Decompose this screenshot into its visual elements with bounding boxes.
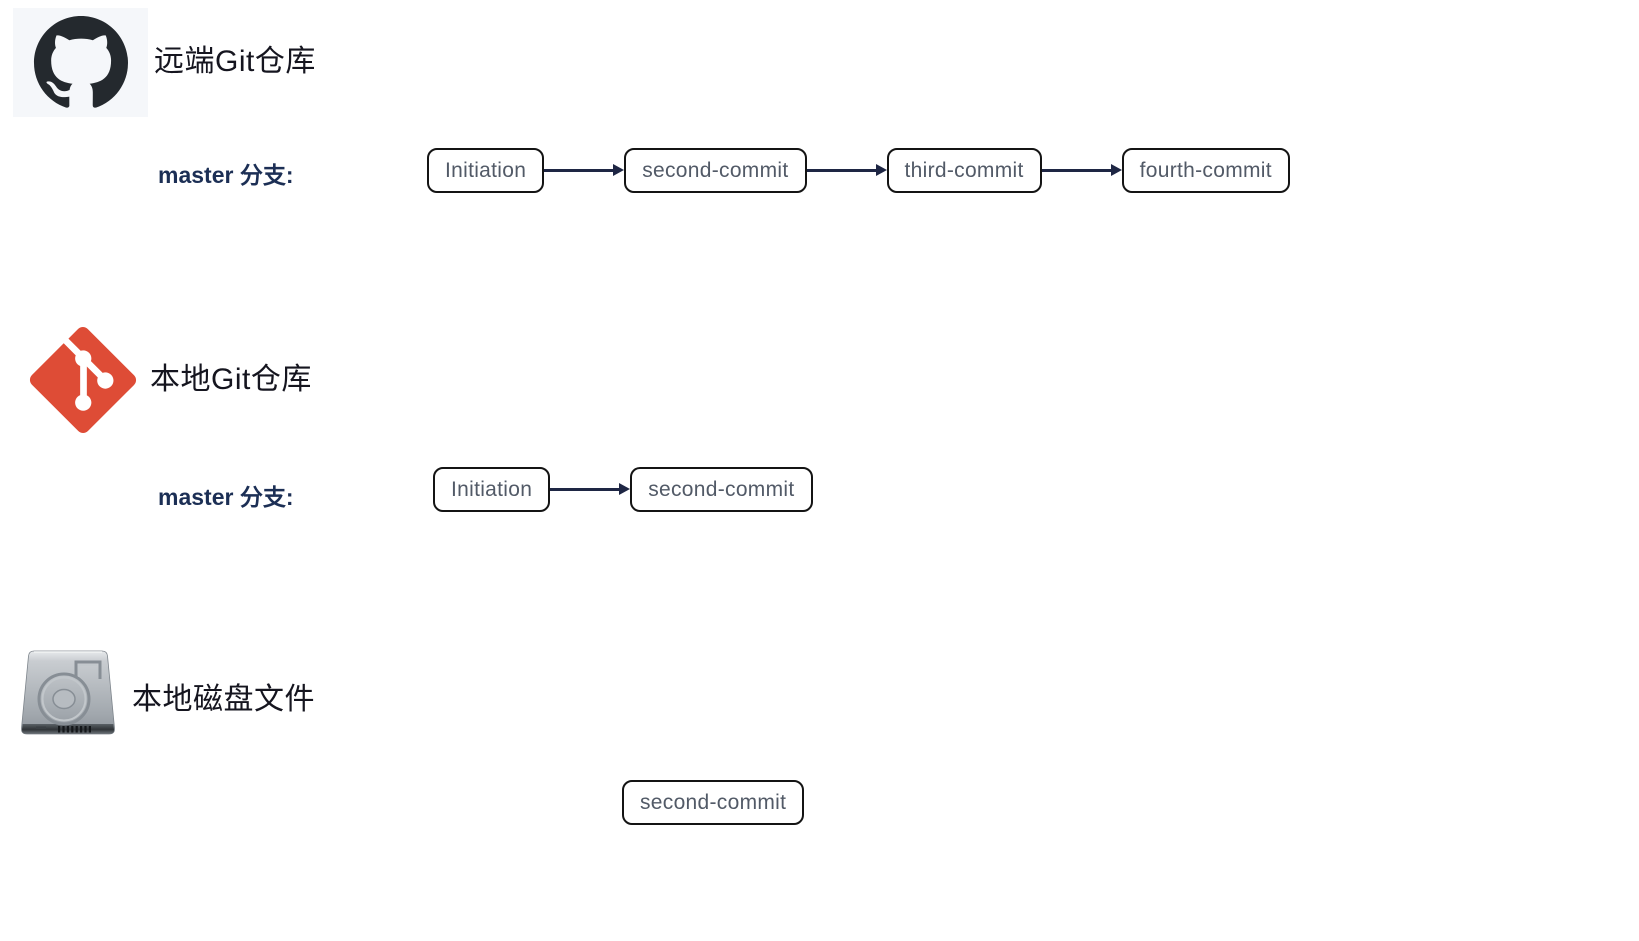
commit-node: fourth-commit <box>1121 148 1290 193</box>
section-title-remote: 远端Git仓库 <box>154 45 316 78</box>
section-title-local: 本地Git仓库 <box>150 363 312 396</box>
file-node: second-commit <box>622 780 805 825</box>
commit-node: Initiation <box>433 467 551 512</box>
remote-commit-chain: Initiation second-commit third-commit fo… <box>427 148 1290 193</box>
arrow-right-icon <box>1041 164 1122 177</box>
disk-file-chain: second-commit <box>622 780 805 825</box>
branch-label-local: master 分支: <box>158 484 294 510</box>
arrow-right-icon <box>550 483 631 496</box>
arrow-right-icon <box>544 164 625 177</box>
commit-node: third-commit <box>886 148 1042 193</box>
local-commit-chain: Initiation second-commit <box>433 467 813 512</box>
arrow-right-icon <box>806 164 887 177</box>
section-title-disk: 本地磁盘文件 <box>132 683 315 716</box>
commit-node: second-commit <box>624 148 807 193</box>
github-icon <box>13 8 148 117</box>
hard-drive-icon <box>18 650 118 738</box>
commit-node: second-commit <box>630 467 813 512</box>
git-icon <box>25 322 140 437</box>
branch-label-remote: master 分支: <box>158 162 294 188</box>
commit-node: Initiation <box>427 148 545 193</box>
